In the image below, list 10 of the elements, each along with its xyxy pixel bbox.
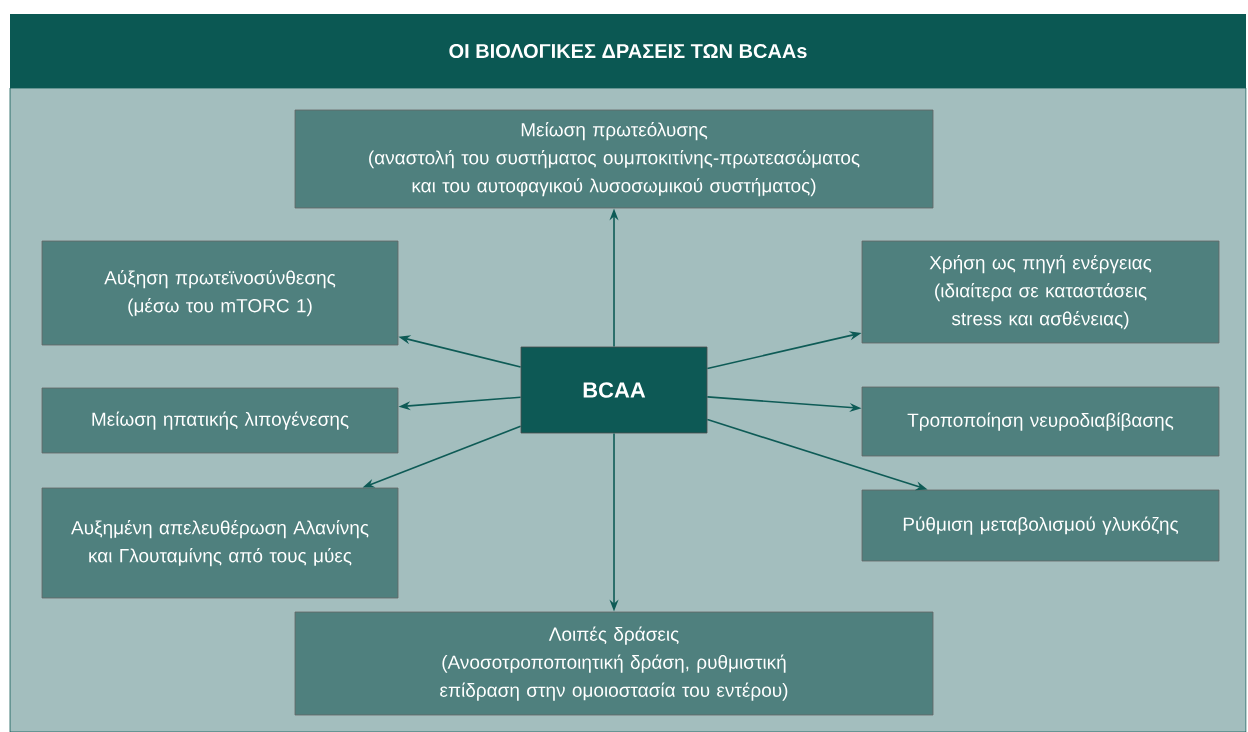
effect-box: Χρήση ως πηγή ενέργειας (ιδιαίτερα σε καταστάσεις stress και ασθένειας) [861, 240, 1220, 344]
effect-box: Τροποποίηση νευροδιαβίβασης [861, 386, 1220, 457]
effect-box: Ρύθμιση μεταβολισμού γλυκόζης [861, 489, 1220, 562]
effect-box: Μείωση ηπατικής λιπογένεσης [41, 387, 399, 454]
central-box: BCAA [520, 346, 708, 434]
effect-box: Μείωση πρωτεόλυσης (αναστολή του συστήματος ουμποκιτίνης-πρωτεασώματος και του αυτοφαγικού λυσοσωμικού συστήματος) [294, 109, 934, 209]
effect-box: Λοιπές δράσεις (Ανοσοτροποποιητική δράση, ρυθμιστική επίδραση στην ομοιοστασία του εντέρου) [294, 611, 934, 716]
effect-box: Αυξημένη απελευθέρωση Αλανίνης και Γλουταμίνης από τους μύες [41, 487, 399, 599]
title-banner: ΟΙ ΒΙΟΛΟΓΙΚΕΣ ΔΡΑΣΕΙΣ ΤΩΝ BCAAs [10, 14, 1246, 88]
effect-box: Αύξηση πρωτεϊνοσύνθεσης (μέσω του mTORC 1) [41, 240, 399, 346]
